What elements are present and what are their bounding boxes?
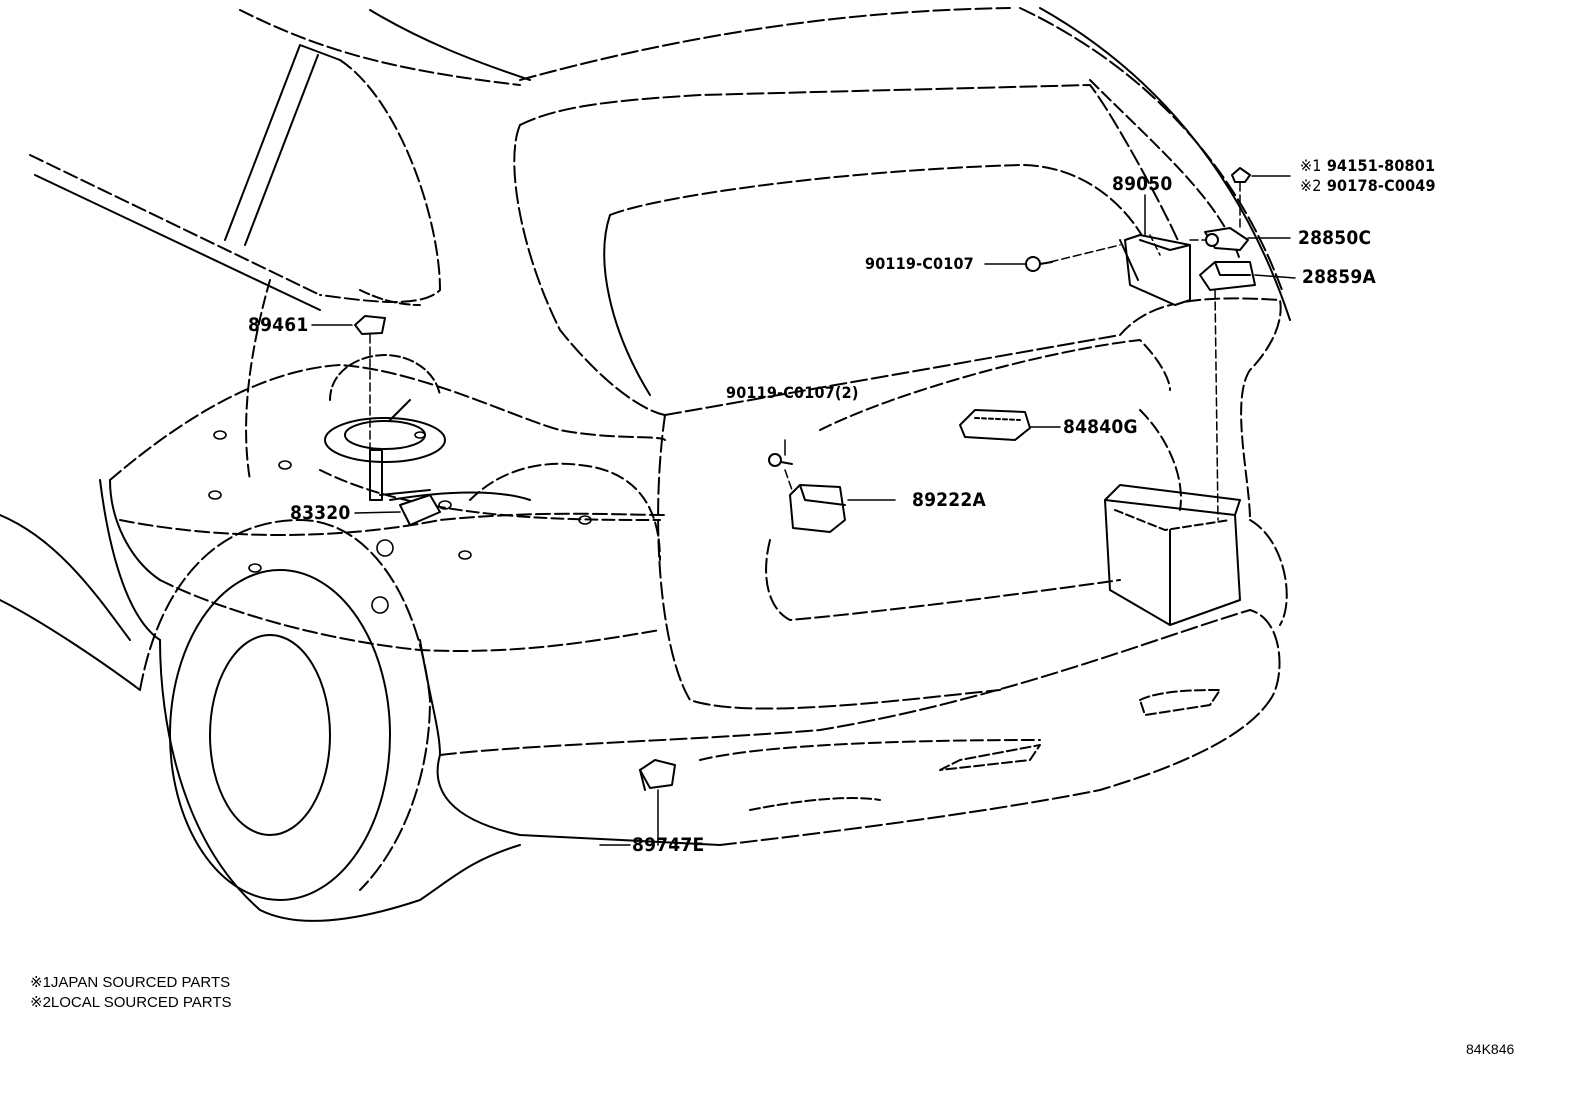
part-label-89050: 89050 [1112,173,1173,195]
part-number: 90178-C0049 [1326,176,1436,195]
body-fasteners [208,430,592,614]
rear-wheel [0,479,521,922]
part-label-28850c: 28850C [1298,227,1372,249]
footnote-mark: ※1 [30,974,51,991]
module-89050-icon [1119,234,1191,306]
part-label-90119-c0107-2: 90119-C0107(2) [726,383,859,402]
source-mark-local: ※2 [1300,176,1322,195]
part-label-84840g: 84840G [1063,416,1138,438]
illustration-number: 84K846 [1466,1041,1515,1057]
liftgate-outline [513,84,1282,710]
part-number: 94151-80801 [1326,156,1436,175]
storage-bin [1104,484,1241,626]
source-mark-japan: ※1 [1300,156,1322,175]
screw-90119-icon [1025,256,1053,272]
part-label-94151: ※1 94151-80801 [1300,158,1435,174]
sensor-28850c-icon [1204,227,1249,251]
footnote-japan: ※1JAPAN SOURCED PARTS [30,975,230,990]
part-label-90119-c0107: 90119-C0107 [865,254,974,273]
sensor-89461-icon [354,315,386,335]
side-window [29,44,441,481]
part-label-83320: 83320 [290,502,351,524]
part-label-89222a: 89222A [912,489,986,511]
footnote-text: JAPAN SOURCED PARTS [50,974,231,991]
sensor-89747e-icon [639,759,676,791]
fastener-top-icon [1231,167,1251,183]
rear-bumper [436,519,1288,846]
screw-90119-2-icon [768,453,793,467]
sensor-83320-icon [379,489,441,526]
module-89222a-icon [789,484,846,533]
light-84840g-icon [959,409,1031,441]
part-label-28859a: 28859A [1302,266,1376,288]
part-label-90178: ※2 90178-C0049 [1300,178,1436,194]
floor-pan [109,364,666,652]
bracket-28859a-icon [1199,261,1256,291]
leader-lines [311,175,1296,846]
part-label-89747e: 89747E [632,834,705,856]
part-label-89461: 89461 [248,314,309,336]
footnote-mark: ※2 [30,994,51,1011]
footnote-local: ※2LOCAL SOURCED PARTS [30,995,232,1010]
footnote-text: LOCAL SOURCED PARTS [50,994,232,1011]
